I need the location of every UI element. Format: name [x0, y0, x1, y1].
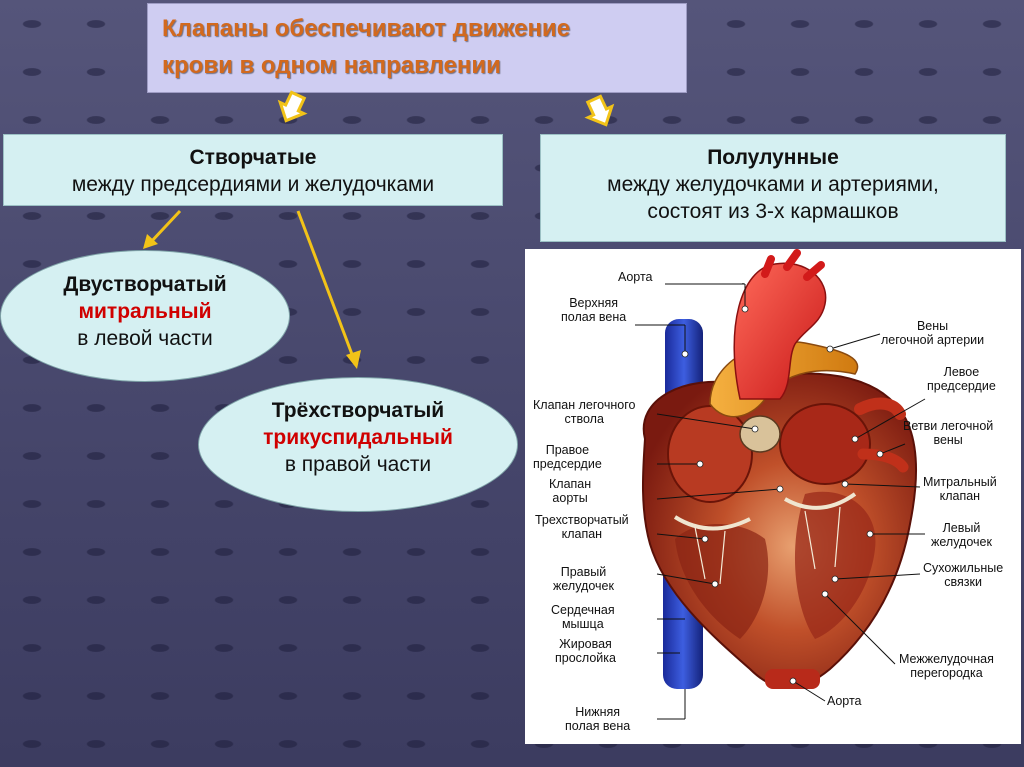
pointer-dots	[681, 305, 884, 685]
label-line: Трехстворчатый	[535, 513, 629, 527]
block-arrow-right-icon	[584, 94, 615, 127]
label-line: легочной артерии	[881, 333, 985, 347]
label-line: Сердечная	[551, 603, 615, 617]
tricuspid-valve	[673, 515, 751, 531]
panel-subtitle: между предсердиями и желудочками	[71, 173, 435, 196]
label-fat-layer: Жировая прослойка	[555, 637, 616, 665]
label-line: связки	[944, 575, 982, 589]
label-line: Клапан легочного	[533, 398, 636, 412]
label-line: Верхняя	[569, 296, 619, 310]
oval-heading: Двустворчатый	[63, 273, 227, 296]
aorta-branches	[761, 249, 825, 281]
panel-line-1: между желудочками и артериями,	[607, 173, 939, 196]
label-line: Левое	[943, 365, 980, 379]
panel-line-2: состоят из 3-х кармашков	[647, 200, 899, 223]
label-line: перегородка	[910, 666, 983, 680]
label-line: полая вена	[561, 310, 627, 324]
panel-heading: Полулунные	[707, 146, 839, 169]
mitral-valve-oval: Двустворчатый митральный в левой части	[0, 250, 290, 382]
oval-heading: Трёхстворчатый	[271, 399, 445, 422]
label-right-atrium: Правое предсердие	[533, 443, 602, 471]
label-pulmonary-branches: Ветви легочной вены	[903, 419, 993, 447]
label-left-ventricle: Левый желудочек	[931, 521, 992, 549]
chordae-tendineae	[694, 506, 841, 585]
semilunar-valves-panel: Полулунные между желудочками и артериями…	[540, 134, 1006, 242]
leader-lines	[635, 283, 926, 720]
label-aortic-valve: Клапан аорты	[549, 477, 591, 505]
label-chordae: Сухожильные связки	[923, 561, 1003, 589]
label-mitral: Митральный клапан	[923, 475, 997, 503]
label-svc: Верхняя полая вена	[561, 296, 626, 324]
right-atrium	[667, 405, 753, 503]
title-box: Клапаны обеспечивают движение крови в од…	[147, 3, 687, 93]
label-left-atrium: Левое предсердие	[927, 365, 996, 393]
right-ventricle-cavity	[675, 524, 769, 639]
heart-illustration	[635, 249, 926, 720]
label-line: клапан	[561, 527, 603, 541]
label-line: Нижняя	[575, 705, 621, 719]
aorta-arch	[733, 262, 827, 400]
oval-highlight: трикуспидальный	[263, 426, 453, 449]
label-line: Межжелудочная	[899, 652, 994, 666]
title-line-2: крови в одном направлении	[162, 52, 501, 79]
label-line: мышца	[561, 617, 604, 631]
heart-diagram: Аорта Верхняя полая вена Клапан легочног…	[525, 249, 1021, 744]
oval-highlight: митральный	[78, 300, 212, 323]
label-pulmonary-veins: Вены легочной артерии	[881, 319, 984, 347]
label-line: предсердие	[533, 457, 602, 471]
label-myocardium: Сердечная мышца	[551, 603, 615, 631]
label-line: Ветви легочной	[903, 419, 994, 433]
label-line: желудочек	[931, 535, 992, 549]
label-line: Митральный	[923, 475, 997, 489]
label-line: Жировая	[559, 637, 612, 651]
label-line: Вены	[916, 319, 949, 333]
pulmonary-vein-branches	[854, 397, 906, 420]
label-line: вены	[933, 433, 963, 447]
arrow-head-tricuspid-icon	[346, 350, 361, 369]
tricuspid-valve-oval: Трёхстворчатый трикуспидальный в правой …	[198, 377, 518, 512]
label-right-ventricle: Правый желудочек	[553, 565, 614, 593]
label-line: прослойка	[555, 651, 616, 665]
block-arrow-left-icon	[277, 90, 308, 123]
label-line: клапан	[939, 489, 981, 503]
label-aorta-top: Аорта	[618, 270, 653, 284]
label-ivc: Нижняя полая вена	[565, 705, 630, 733]
pulmonary-valve	[739, 415, 781, 453]
label-aorta-bottom: Аорта	[827, 694, 862, 708]
label-line: Левый	[942, 521, 981, 535]
label-line: Правый	[560, 565, 607, 579]
left-atrium	[779, 403, 871, 485]
label-line: Правое	[545, 443, 590, 457]
arrow-to-tricuspid	[296, 210, 355, 358]
label-tricuspid: Трехстворчатый клапан	[535, 513, 629, 541]
label-line: полая вена	[565, 719, 631, 733]
label-line: аорты	[552, 491, 588, 505]
oval-location: в правой части	[284, 453, 432, 476]
label-line: ствола	[564, 412, 604, 426]
arrow-to-mitral	[148, 209, 182, 245]
atrioventricular-valves-panel: Створчатые между предсердиями и желудочк…	[3, 134, 503, 206]
mitral-valve	[784, 492, 857, 510]
title-line-1: Клапаны обеспечивают движение	[162, 15, 571, 42]
label-line: предсердие	[927, 379, 996, 393]
label-line: Сухожильные	[923, 561, 1004, 575]
oval-location: в левой части	[77, 327, 213, 350]
panel-heading: Створчатые	[189, 146, 317, 169]
label-septum: Межжелудочная перегородка	[899, 652, 994, 680]
label-line: желудочек	[553, 579, 614, 593]
label-pulmonary-valve: Клапан легочного ствола	[533, 398, 635, 426]
label-line: Клапан	[549, 477, 592, 491]
arrow-head-mitral-icon	[143, 234, 158, 249]
